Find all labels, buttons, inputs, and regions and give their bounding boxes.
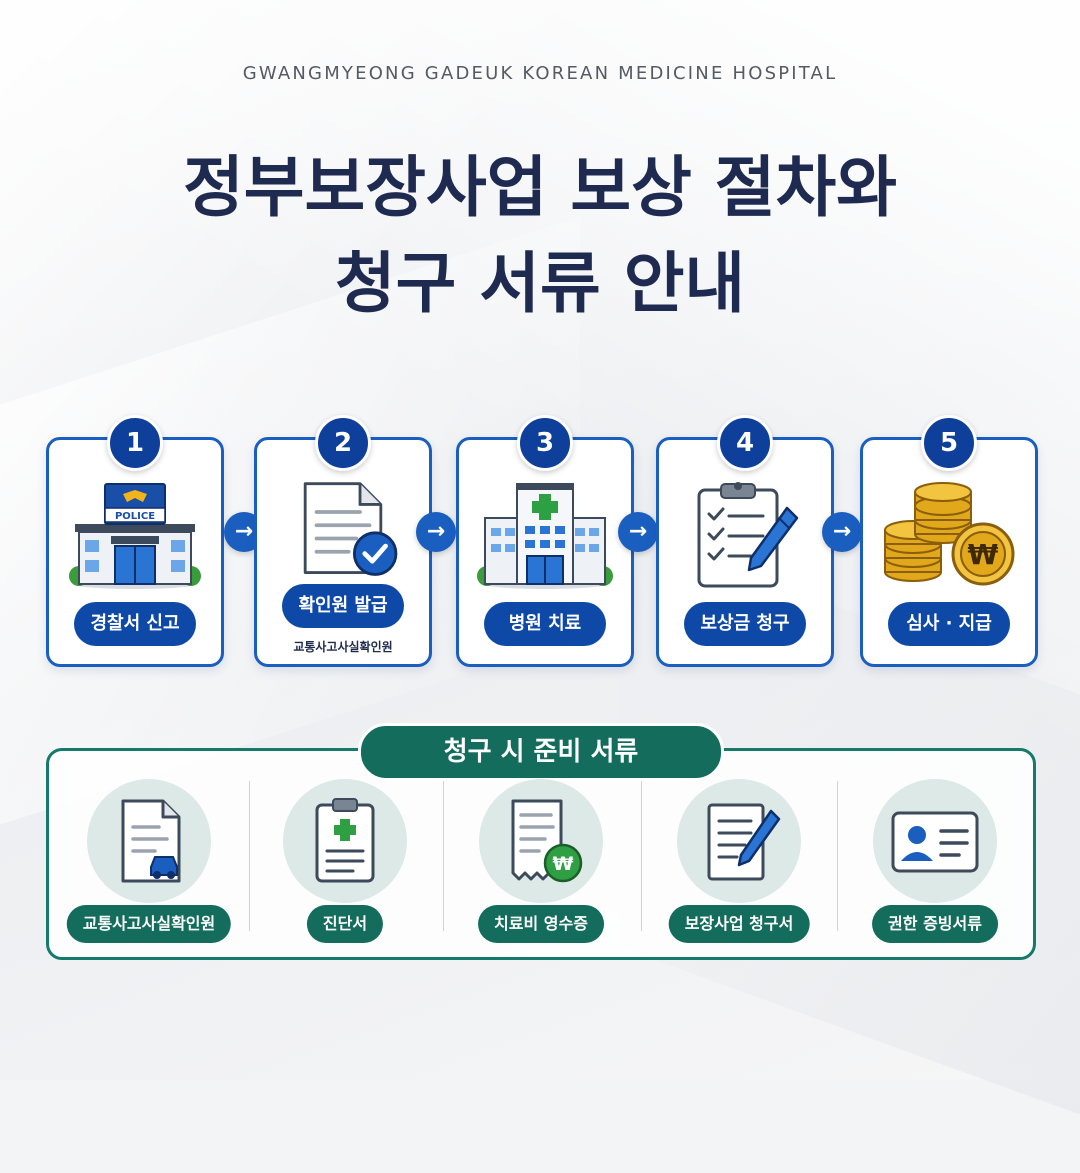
step-number-badge: 4	[717, 415, 773, 471]
step-number-badge: 1	[107, 415, 163, 471]
document-check-icon	[303, 482, 398, 576]
id-card-icon	[891, 811, 979, 873]
document-label: 권한 증빙서류	[872, 905, 998, 943]
step-number-badge: 5	[921, 415, 977, 471]
divider	[249, 781, 250, 931]
police-station-icon: POLICE	[69, 483, 201, 589]
arrow-right-icon: →	[822, 512, 862, 552]
hospital-icon	[477, 483, 613, 589]
document-item-5: 권한 증빙서류	[837, 779, 1033, 949]
clipboard-pen-icon	[697, 482, 799, 588]
divider	[641, 781, 642, 931]
document-item-1: 교통사고사실확인원	[51, 779, 247, 949]
step-number-badge: 2	[315, 415, 371, 471]
hospital-name: GWANGMYEONG GADEUK KOREAN MEDICINE HOSPI…	[242, 63, 838, 84]
document-item-3: ₩ 치료비 영수증	[443, 779, 639, 949]
divider	[837, 781, 838, 931]
medical-clipboard-icon	[315, 798, 375, 883]
title-line-1: 정부보장사업 보상 절차와	[183, 149, 897, 226]
document-item-2: 진단서	[247, 779, 443, 949]
document-label: 교통사고사실확인원	[66, 905, 232, 943]
form-pen-icon	[707, 803, 781, 881]
car-document-icon	[121, 799, 181, 883]
title-line-2: 청구 서류 안내	[334, 245, 746, 322]
document-item-4: 보장사업 청구서	[641, 779, 837, 949]
step-card-3: 3 병원 치료	[456, 415, 634, 667]
step-card-1: 1 POLICE 경찰서 신고	[46, 415, 224, 667]
page-title: 정부보장사업 보상 절차와 청구 서류 안내	[0, 140, 1080, 332]
step-label: 병원 치료	[484, 602, 606, 646]
step-label: 경찰서 신고	[74, 602, 196, 646]
document-label: 진단서	[306, 905, 384, 943]
police-sign-text: POLICE	[115, 511, 155, 522]
arrow-right-icon: →	[416, 512, 456, 552]
currency-symbol: ₩	[968, 538, 999, 571]
step-card-2: 2 확인원 발급 교통사고사실확인원	[254, 415, 432, 667]
arrow-right-icon: →	[618, 512, 658, 552]
step-label: 심사 · 지급	[888, 602, 1010, 646]
required-documents-panel: 청구 시 준비 서류 교통사고사실확인원 진단서	[46, 723, 1036, 960]
currency-symbol: ₩	[553, 853, 574, 875]
documents-title: 청구 시 준비 서류	[358, 723, 724, 781]
step-card-5: 5 ₩ 심사 · 지급	[860, 415, 1038, 667]
step-card-4: 4 보상금 청구	[656, 415, 834, 667]
coins-icon: ₩	[884, 482, 1015, 586]
step-label: 보상금 청구	[684, 602, 806, 646]
divider	[443, 781, 444, 931]
step-number-badge: 3	[517, 415, 573, 471]
document-label: 치료비 영수증	[478, 905, 604, 943]
step-sublabel: 교통사고사실확인원	[293, 640, 393, 654]
step-label: 확인원 발급	[282, 584, 404, 628]
document-label: 보장사업 청구서	[668, 905, 810, 943]
receipt-icon: ₩	[511, 799, 583, 883]
